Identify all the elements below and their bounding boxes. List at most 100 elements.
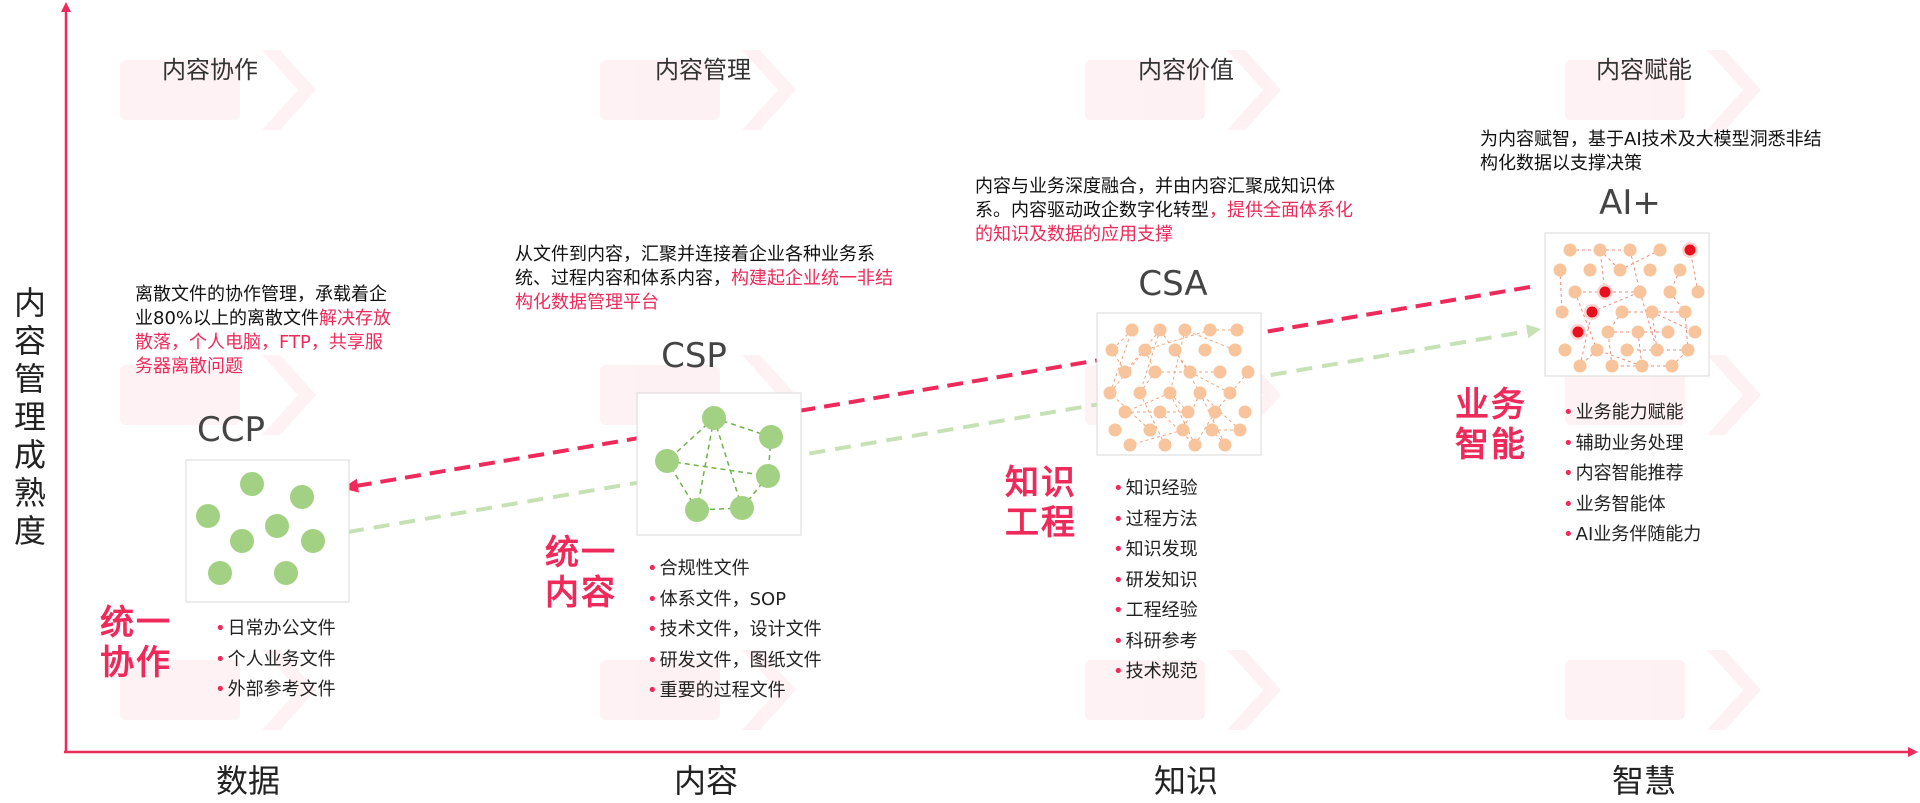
ai-node-active (1586, 306, 1598, 318)
x-tick-wisdom: 智慧 (1611, 762, 1676, 800)
ai-node-active (1684, 244, 1696, 256)
ai-node (1673, 263, 1687, 277)
list-item: 业务能力赋能 (1563, 398, 1701, 429)
list-item: 研发文件，图纸文件 (647, 646, 822, 677)
ai-node (1590, 343, 1604, 357)
item-list-csa: 知识经验过程方法知识发现研发知识工程经验科研参考技术规范 (1113, 474, 1198, 688)
csa-node (1183, 365, 1197, 379)
ai-node (1553, 263, 1567, 277)
csa-edge (1199, 392, 1226, 446)
csa-node (1143, 423, 1157, 437)
csa-node (1108, 423, 1122, 437)
ai-node (1558, 343, 1572, 357)
stage-title-management: 内容管理 (655, 56, 751, 84)
ai-node (1678, 305, 1692, 319)
list-item: 内容智能推荐 (1563, 459, 1701, 490)
csa-node (1205, 423, 1219, 437)
csa-edge (1111, 349, 1126, 373)
csa-edge (1169, 392, 1189, 413)
csa-edge (1169, 392, 1196, 446)
list-item: 重要的过程文件 (647, 676, 822, 707)
ccp-node-panel (185, 459, 350, 603)
ccp-node (274, 561, 298, 585)
list-item: 过程方法 (1113, 505, 1198, 536)
csp-node-panel (636, 392, 802, 536)
ai-node (1688, 325, 1702, 339)
y-axis-label: 内容管理成熟度 (13, 284, 46, 550)
watermark-block (1565, 660, 1685, 720)
csa-edge (1139, 392, 1166, 446)
list-item: 辅助业务处理 (1563, 429, 1701, 460)
ai-node (1563, 243, 1577, 257)
csa-node (1105, 343, 1119, 357)
watermark-block (120, 365, 240, 425)
ccp-node (230, 529, 254, 553)
watermark-block (120, 660, 240, 720)
csp-edge (767, 436, 772, 477)
ai-edge (1599, 249, 1621, 271)
box-label-ccp: CCP (197, 410, 265, 450)
list-item: 体系文件，SOP (647, 585, 822, 616)
box-label-csp: CSP (661, 336, 727, 376)
csa-node (1118, 405, 1132, 419)
csa-node (1153, 323, 1167, 337)
csp-edge (741, 475, 769, 509)
csp-node (730, 496, 754, 520)
csp-node (759, 425, 783, 449)
ai-node (1631, 325, 1645, 339)
csa-node (1168, 343, 1182, 357)
csa-node (1176, 423, 1190, 437)
csa-edge (1169, 329, 1186, 394)
csa-node (1193, 386, 1207, 400)
ai-edge (1591, 291, 1641, 313)
ai-node (1645, 305, 1659, 319)
ai-edge (1689, 249, 1699, 293)
ai-node (1691, 285, 1705, 299)
ai-edge (1651, 311, 1696, 333)
csp-edge (666, 460, 769, 477)
ai-node (1568, 285, 1582, 299)
csa-node (1158, 438, 1172, 452)
ai-node-active (1572, 326, 1584, 338)
csa-node (1208, 405, 1222, 419)
csa-edge (1139, 329, 1161, 394)
csa-node (1138, 343, 1152, 357)
csa-node (1213, 365, 1227, 379)
item-list-csp: 合规性文件体系文件，SOP技术文件，设计文件研发文件，图纸文件重要的过程文件 (647, 554, 822, 707)
growth-arrow-green (347, 324, 1541, 534)
list-item: 合规性文件 (647, 554, 822, 585)
list-item: 技术规范 (1113, 657, 1198, 688)
feedback-arrow-red (342, 285, 1531, 493)
ai-node (1620, 343, 1634, 357)
ai-edge (1559, 269, 1563, 313)
red-label-ccp: 统一协作 (100, 603, 172, 683)
csp-node (756, 464, 780, 488)
csa-node (1238, 405, 1252, 419)
list-item: 日常办公文件 (215, 614, 336, 645)
red-label-csa: 知识工程 (1005, 463, 1077, 543)
csa-edge (1124, 392, 1171, 413)
ai-node (1643, 263, 1657, 277)
ai-node (1573, 359, 1587, 373)
csa-node (1223, 386, 1237, 400)
ccp-node (240, 472, 264, 496)
description-text-part: ，提供全面体系化的知识及数据的应用支撑 (975, 200, 1353, 245)
x-tick-data: 数据 (215, 762, 280, 800)
list-item: 知识发现 (1113, 535, 1198, 566)
description-text-part: 为内容赋智，基于AI技术及大模型洞悉非结构化数据以支撑决策 (1480, 129, 1822, 174)
description-text-part: 内容与业务深度融合，并由内容汇聚成知识体系。内容驱动政企数字化转型 (975, 176, 1335, 221)
csa-node (1218, 438, 1232, 452)
csa-node (1103, 386, 1117, 400)
list-item: AI业务伴随能力 (1563, 520, 1702, 551)
list-item: 技术文件，设计文件 (647, 615, 822, 646)
ai-edge (1629, 249, 1641, 293)
list-item: 外部参考文件 (215, 675, 336, 706)
csp-node (685, 498, 709, 522)
ccp-node (301, 529, 325, 553)
csa-node-panel (1096, 312, 1262, 456)
csa-node (1241, 365, 1255, 379)
ai-node (1653, 243, 1667, 257)
stage-title-empowerment: 内容赋能 (1596, 56, 1692, 84)
csp-edge (713, 417, 743, 509)
item-list-ccp: 日常办公文件个人业务文件外部参考文件 (215, 614, 336, 706)
